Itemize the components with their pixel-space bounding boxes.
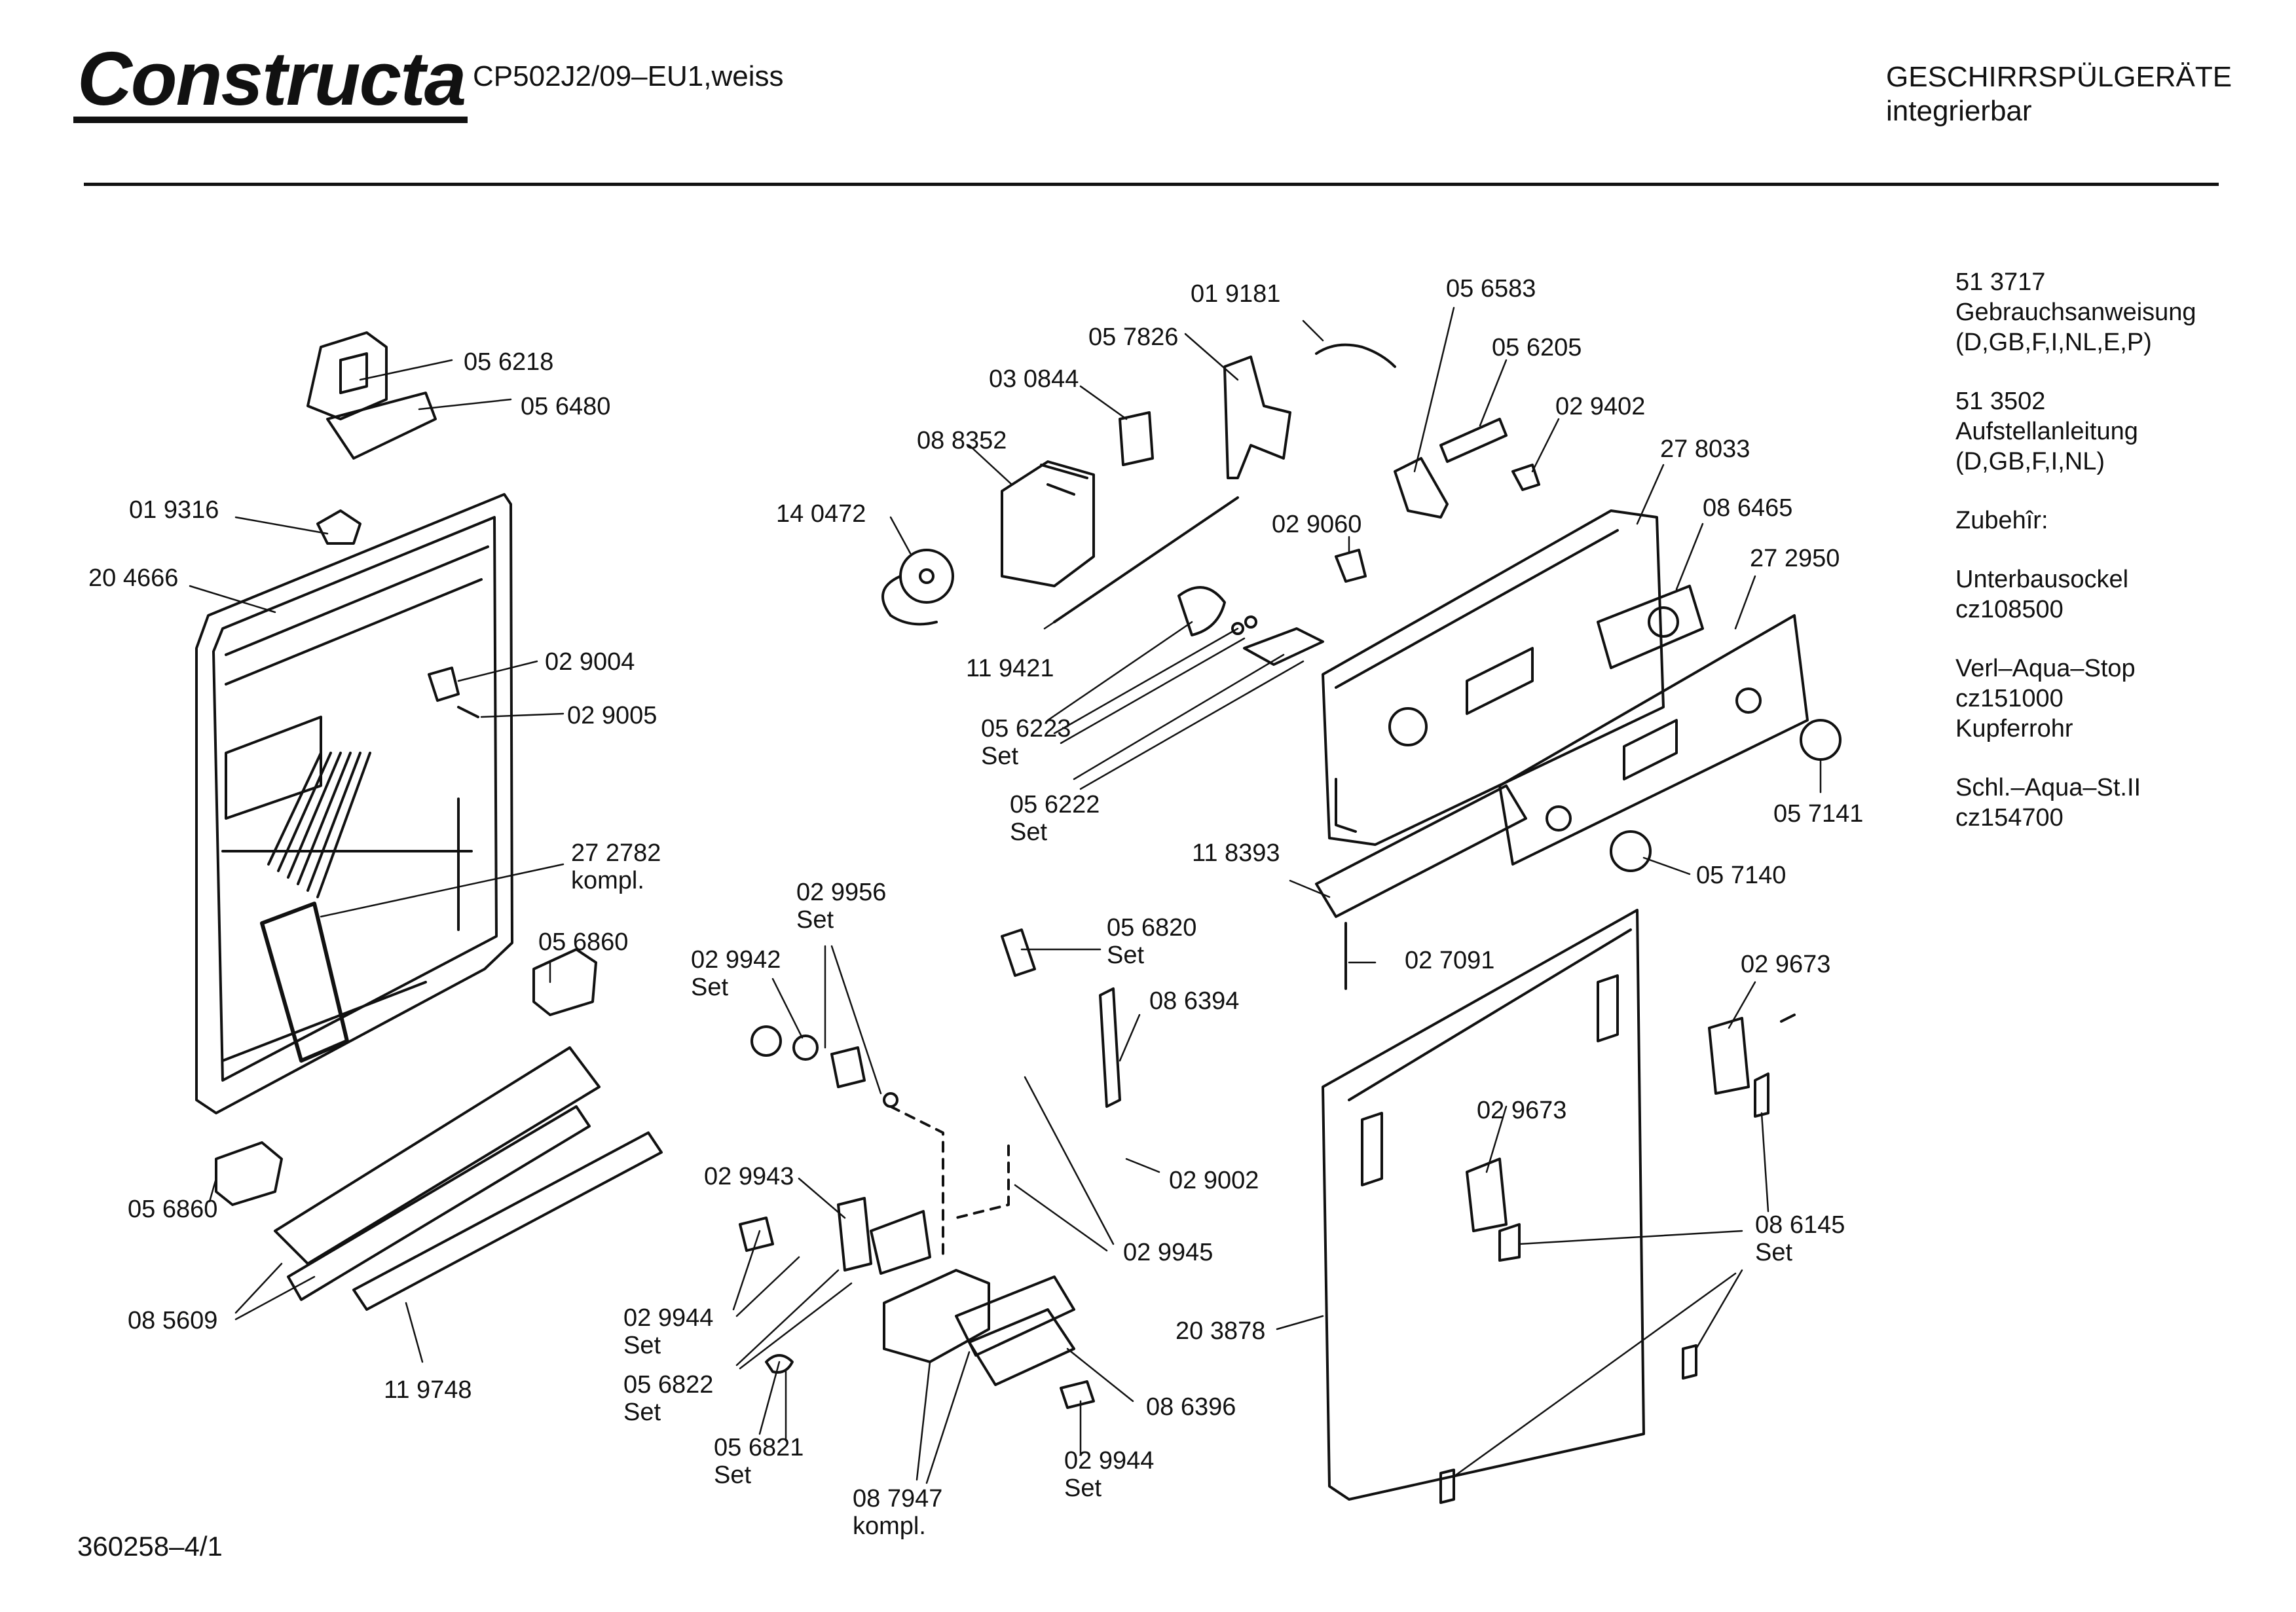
sidebar-notes: 51 3717 Gebrauchsanweisung (D,GB,F,I,NL,…: [1955, 267, 2196, 862]
brand-logo: Constructa: [73, 41, 468, 123]
timer-module-08-8352: [883, 462, 1094, 624]
part-label: 05 6822 Set: [623, 1371, 714, 1426]
part-label: 02 9944 Set: [1064, 1447, 1155, 1502]
part-label: 08 6394: [1149, 987, 1240, 1015]
strip-11-8393: [1316, 786, 1526, 917]
arm-05-6583: [1395, 458, 1447, 517]
part-label: 01 9181: [1191, 280, 1281, 308]
note-aquastop-2: Schl.–Aqua–St.II cz154700: [1955, 774, 2141, 832]
part-label: 05 6222 Set: [1010, 791, 1100, 846]
part-label: 02 9060: [1272, 511, 1362, 538]
part-label: 08 6396: [1146, 1393, 1236, 1421]
clip-02-9402: [1513, 465, 1539, 490]
contact-05-6222: [1244, 629, 1323, 665]
leader-lines: [190, 308, 1821, 1483]
part-label: 05 6820 Set: [1107, 914, 1197, 969]
note-plinth: Unterbausockel cz108500: [1955, 566, 2129, 623]
part-label: 05 6821 Set: [714, 1434, 804, 1489]
rod-11-9421: [1054, 498, 1238, 622]
glass-panel-27-2950: [1500, 615, 1807, 864]
plinth-strips: [275, 1048, 661, 1310]
part-label: 08 7947 kompl.: [853, 1485, 943, 1540]
cam-05-6223: [1179, 587, 1256, 635]
small-clip-01-9316: [318, 511, 360, 543]
part-label: 20 4666: [88, 564, 179, 592]
door-panel-left: [196, 494, 512, 1113]
switch-02-9004: [429, 668, 478, 717]
part-label: 08 6145 Set: [1755, 1211, 1845, 1266]
part-label: 05 6860: [538, 928, 629, 956]
note-manual: 51 3717 Gebrauchsanweisung (D,GB,F,I,NL,…: [1955, 268, 2196, 356]
part-label: 05 6223 Set: [981, 715, 1071, 770]
door-latch-top: [308, 333, 435, 458]
note-aquastop: Verl–Aqua–Stop cz151000 Kupferrohr: [1955, 655, 2136, 742]
part-label: 03 0844: [989, 365, 1079, 393]
category-title: GESCHIRRSPÜLGERÄTE: [1886, 61, 2232, 93]
part-label: 02 9402: [1555, 393, 1646, 420]
seal-08-6396: [969, 1310, 1074, 1385]
brand-logo-text: Constructa: [77, 36, 466, 121]
connector-03-0844: [1120, 412, 1153, 465]
dashed-assembly-lines: [891, 1107, 1009, 1257]
cable-01-9181: [1316, 345, 1395, 367]
control-panel-27-8033: [1323, 511, 1663, 845]
part-label: 05 6583: [1446, 275, 1536, 302]
model-number: CP502J2/09–EU1,weiss: [473, 60, 784, 92]
part-label: 02 9944 Set: [623, 1304, 714, 1359]
dispenser-lock-08-7947: [871, 1211, 1074, 1362]
note-accessories: Zubehîr:: [1955, 507, 2048, 534]
part-label: 02 9956 Set: [796, 879, 887, 934]
part-label: 20 3878: [1176, 1317, 1266, 1345]
valve-05-6205: [1441, 419, 1506, 462]
part-label: 05 6480: [521, 393, 611, 420]
part-label: 05 6205: [1492, 334, 1582, 361]
part-label: 27 2782 kompl.: [571, 839, 661, 894]
part-label: 05 7140: [1696, 862, 1787, 889]
part-label: 11 9748: [384, 1376, 472, 1404]
part-label: 02 9005: [567, 702, 657, 729]
brand-logo-underline: [73, 117, 468, 123]
part-label: 05 6218: [464, 348, 554, 376]
sheet-id: 360258–4/1: [77, 1531, 223, 1562]
appliance-category: GESCHIRRSPÜLGERÄTE integrierbar: [1886, 60, 2232, 128]
outer-door-20-3878: [1323, 910, 1644, 1499]
part-label: 02 9673: [1741, 951, 1831, 978]
part-label: 08 5609: [128, 1307, 218, 1334]
bracket-05-7826: [1225, 357, 1290, 478]
category-subtitle: integrierbar: [1886, 95, 2032, 127]
blocks-05-6860: [216, 949, 596, 1205]
part-label: 02 9673: [1477, 1097, 1567, 1124]
part-label: 08 6465: [1703, 494, 1793, 522]
part-label: 14 0472: [776, 500, 866, 528]
brackets-08-6145: [1441, 1074, 1768, 1503]
part-label: 05 6860: [128, 1196, 218, 1223]
knobs-05-7140-7141: [1611, 720, 1840, 871]
part-label: 02 9002: [1169, 1167, 1259, 1194]
panel-insert-08-6465: [1598, 586, 1703, 668]
part-label: 02 9004: [545, 648, 635, 676]
part-label: 02 7091: [1405, 947, 1495, 974]
note-installation: 51 3502 Aufstellanleitung (D,GB,F,I,NL): [1955, 388, 2138, 475]
part-label: 27 2950: [1750, 545, 1840, 572]
part-label: 02 9945: [1123, 1239, 1213, 1266]
header-divider: [84, 183, 2219, 186]
small-parts-02-99xx: [740, 1027, 1094, 1408]
part-label: 05 7826: [1088, 323, 1179, 351]
pin-02-9060: [1336, 550, 1365, 581]
part-label: 11 9421: [966, 655, 1054, 682]
part-label: 02 9943: [704, 1163, 794, 1190]
part-label: 27 8033: [1660, 435, 1750, 463]
part-label: 08 8352: [917, 427, 1007, 454]
part-label: 02 9942 Set: [691, 946, 781, 1001]
part-label: 01 9316: [129, 496, 219, 524]
part-label: 05 7141: [1773, 800, 1864, 828]
part-label: 11 8393: [1192, 839, 1280, 867]
hooks-08-6394: [1002, 930, 1120, 1107]
